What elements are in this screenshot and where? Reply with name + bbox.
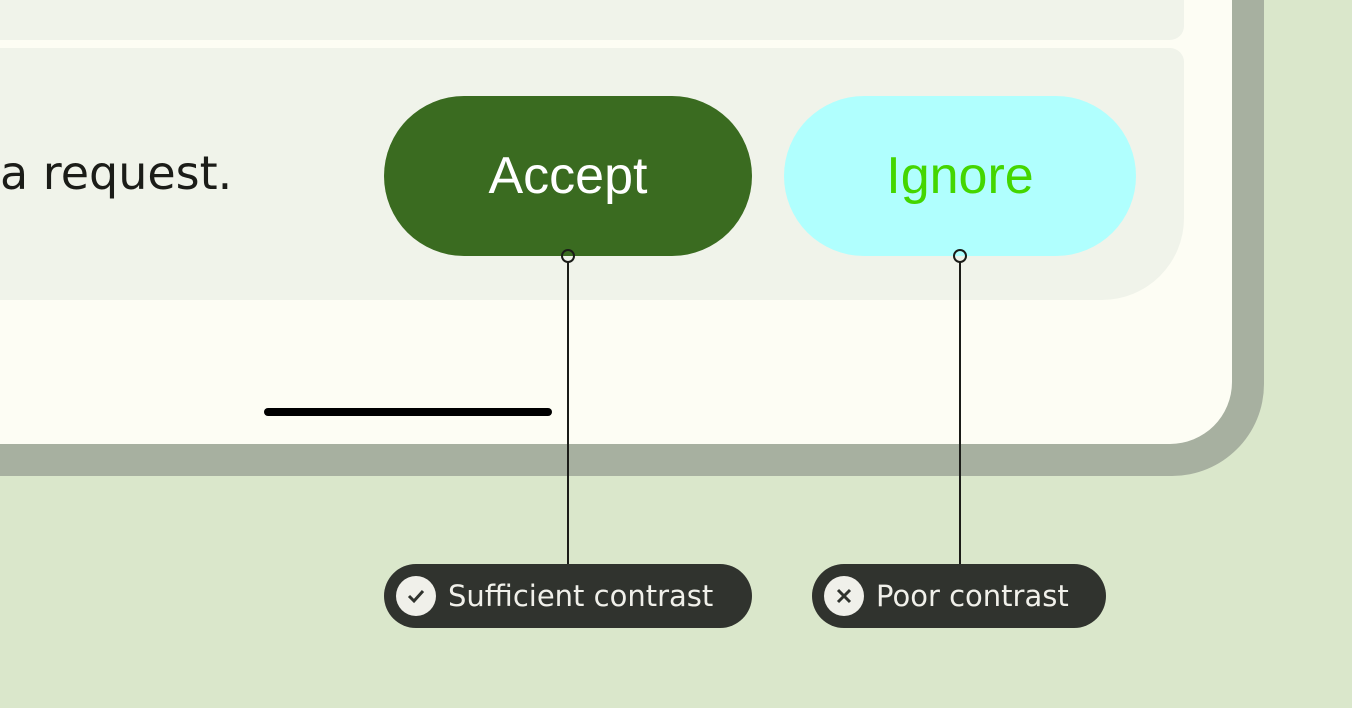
- callout-line: [567, 262, 569, 564]
- check-circle-icon: [396, 576, 436, 616]
- callout-line: [959, 262, 961, 564]
- ignore-button[interactable]: Ignore: [784, 96, 1136, 256]
- request-message: a request.: [0, 146, 233, 200]
- home-indicator: [264, 408, 552, 416]
- annotation-text: Poor contrast: [876, 579, 1069, 613]
- accept-button[interactable]: Accept: [384, 96, 752, 256]
- callout-dot: [561, 249, 575, 263]
- x-circle-icon: [824, 576, 864, 616]
- callout-dot: [953, 249, 967, 263]
- poor-contrast-label: Poor contrast: [812, 564, 1106, 628]
- top-card: [0, 0, 1184, 40]
- sufficient-contrast-label: Sufficient contrast: [384, 564, 752, 628]
- annotation-text: Sufficient contrast: [448, 579, 714, 613]
